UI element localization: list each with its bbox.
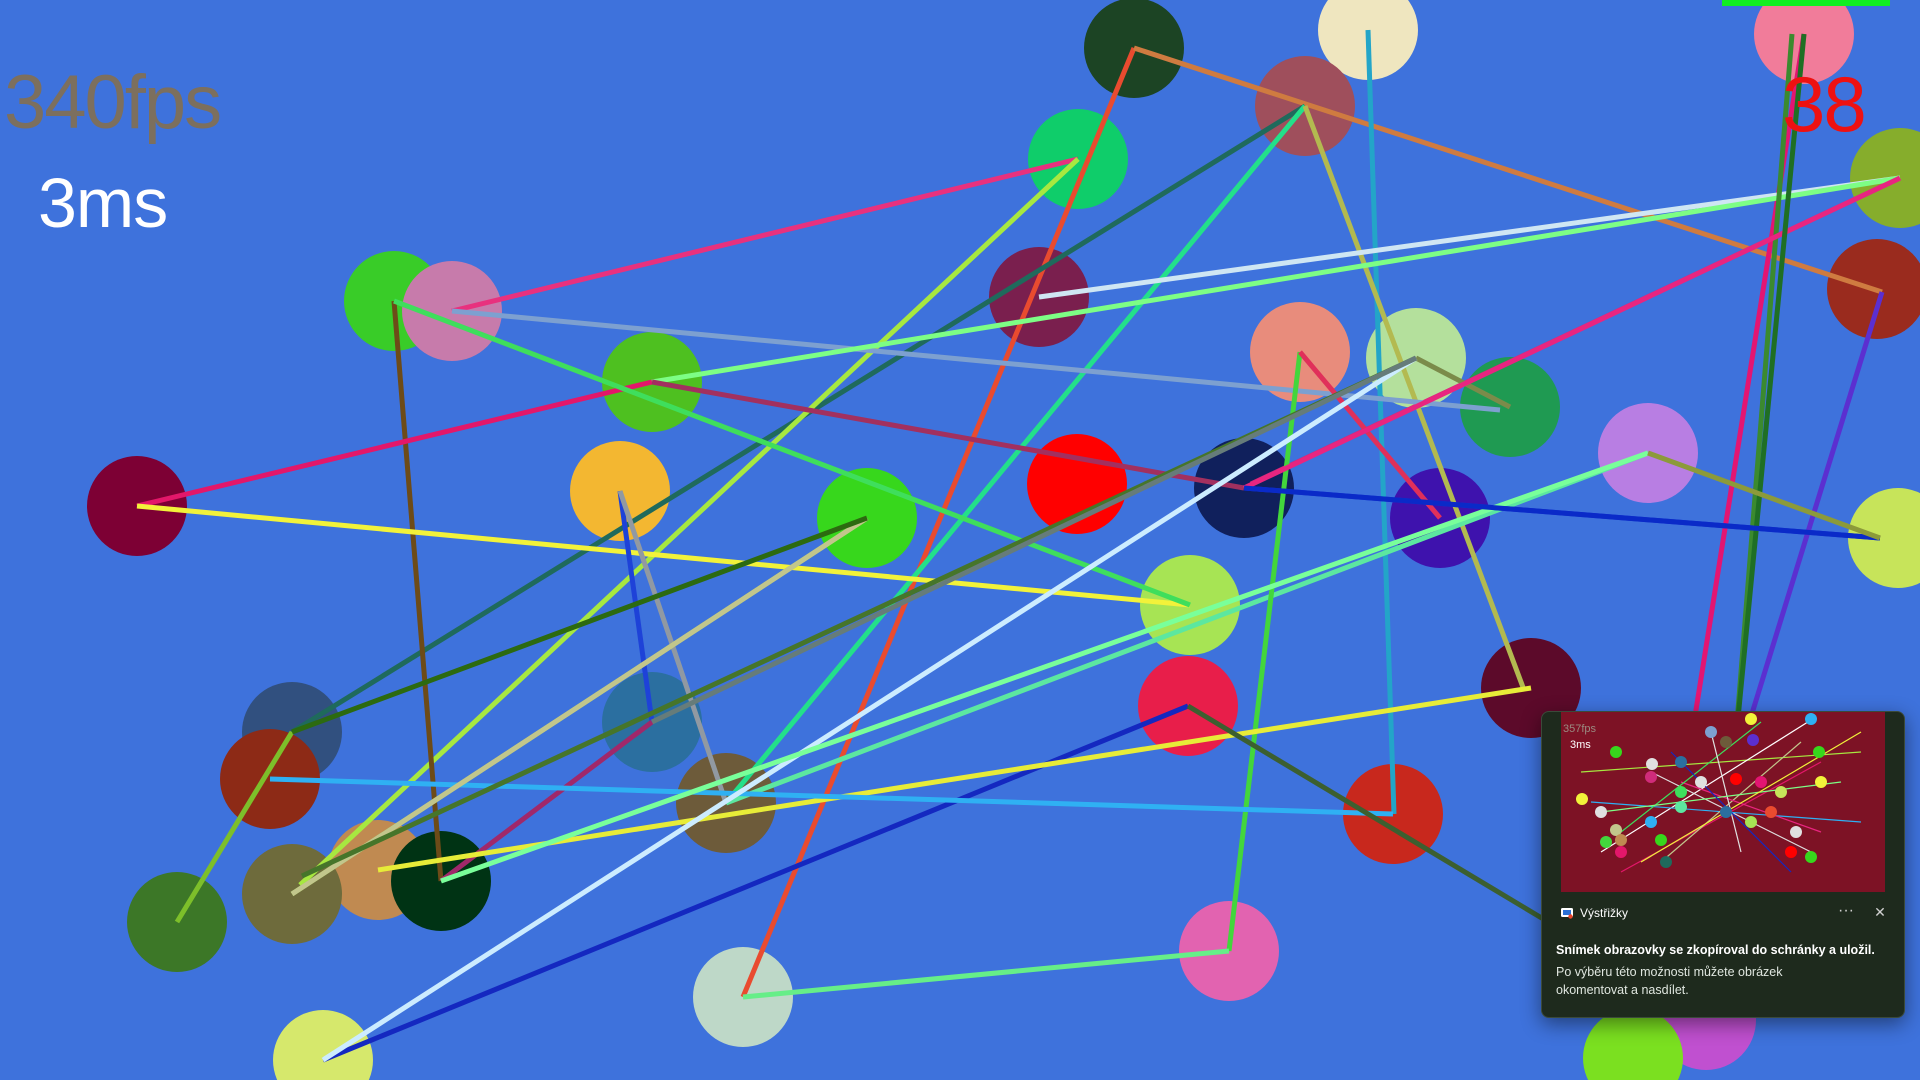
connector-line — [725, 450, 1649, 806]
connector-line — [1747, 291, 1885, 721]
thumbnail-dot — [1695, 776, 1707, 788]
thumbnail-dot — [1747, 734, 1759, 746]
top-progress-bar — [1722, 0, 1890, 6]
more-options-button[interactable]: ··· — [1838, 902, 1854, 919]
thumbnail-dot — [1645, 771, 1657, 783]
connector-line — [1226, 351, 1303, 952]
thumbnail-line — [1600, 781, 1842, 813]
game-ball[interactable] — [273, 1010, 373, 1080]
thumbnail-dot — [1615, 846, 1627, 858]
thumbnail-dot — [1610, 824, 1622, 836]
connector-line — [393, 298, 1191, 608]
thumbnail-dot — [1646, 758, 1658, 770]
thumbnail-dot — [1730, 773, 1742, 785]
thumbnail-dot — [1705, 726, 1717, 738]
thumbnail-dot — [1660, 856, 1672, 868]
thumbnail-dot — [1745, 816, 1757, 828]
connector-line — [651, 379, 1245, 491]
thumbnail-dots — [1576, 713, 1827, 868]
toast-app-name: Výstřižky — [1580, 906, 1628, 920]
connector-line — [1647, 450, 1881, 541]
thumbnail-fps-text: 357fps — [1563, 723, 1597, 735]
thumbnail-dot — [1775, 786, 1787, 798]
thumbnail-dot — [1576, 793, 1588, 805]
toast-body: Po výběru této možnosti můžete obrázek o… — [1556, 965, 1783, 997]
thumbnail-dot — [1745, 713, 1757, 725]
thumbnail-dot — [1720, 736, 1732, 748]
thumbnail-line — [1680, 781, 1822, 833]
thumbnail-dot — [1610, 746, 1622, 758]
connector-line — [650, 355, 1418, 725]
connector-line — [724, 104, 1307, 805]
thumbnail-line — [1710, 731, 1742, 853]
thumbnail-dot — [1675, 786, 1687, 798]
thumbnail-dot — [1765, 806, 1777, 818]
connector-line — [651, 175, 1901, 385]
game-ball[interactable] — [1848, 488, 1920, 588]
connector-line — [136, 503, 1191, 608]
connector-line — [291, 515, 868, 735]
thumbnail-ms-text: 3ms — [1570, 739, 1591, 751]
connector-line — [136, 379, 653, 509]
thumbnail-dot — [1815, 776, 1827, 788]
connector-line — [1186, 703, 1547, 923]
close-button[interactable]: ✕ — [1874, 904, 1886, 920]
connector-line — [451, 308, 1501, 413]
snipping-tool-icon — [1561, 908, 1573, 919]
thumbnail-dot — [1755, 776, 1767, 788]
thumbnail-dot — [1805, 713, 1817, 725]
thumbnail-dot — [1600, 836, 1612, 848]
thumbnail-line — [1660, 741, 1802, 863]
score-counter: 38 — [1782, 60, 1867, 148]
thumbnail-dot — [1645, 816, 1657, 828]
thumbnail-line — [1600, 719, 1812, 853]
thumbnail-dot — [1655, 834, 1667, 846]
connector-line — [290, 515, 869, 897]
connector-line — [451, 156, 1079, 314]
thumbnail-dot — [1720, 806, 1732, 818]
connector-line — [321, 355, 1418, 1063]
fps-counter: 340fps — [4, 60, 222, 145]
thumbnail-dot — [1615, 834, 1627, 846]
thumbnail-dot — [1813, 746, 1825, 758]
thumbnail-dot — [1675, 801, 1687, 813]
lines-layer — [136, 29, 1902, 1063]
connector-line — [740, 47, 1137, 998]
thumbnail-dot — [1595, 806, 1607, 818]
connector-line — [1298, 350, 1442, 520]
connector-line — [377, 685, 1532, 873]
connector-line — [1038, 175, 1901, 300]
toast-title: Snímek obrazovky se zkopíroval do schrán… — [1556, 943, 1875, 957]
connector-line — [1302, 105, 1527, 691]
thumbnail-dot — [1805, 851, 1817, 863]
connector-line — [1731, 33, 1807, 761]
connector-line — [440, 450, 1649, 884]
connector-line — [1243, 485, 1881, 541]
thumbnail-dot — [1790, 826, 1802, 838]
screenshot-thumbnail[interactable]: 357fps 3ms — [1561, 712, 1885, 892]
connector-line — [1242, 175, 1902, 491]
thumbnail-dot — [1675, 756, 1687, 768]
thumbnail-dot — [1785, 846, 1797, 858]
thumbnail-line — [1620, 721, 1762, 833]
connector-line — [742, 948, 1230, 1000]
connector-line — [174, 730, 295, 924]
snipping-notification[interactable]: 357fps 3ms Výstřižky ··· ✕ Snímek obrazo… — [1541, 711, 1905, 1018]
frame-time-counter: 3ms — [38, 164, 168, 242]
game-ball[interactable] — [1583, 1008, 1683, 1080]
connector-line — [1133, 45, 1883, 295]
